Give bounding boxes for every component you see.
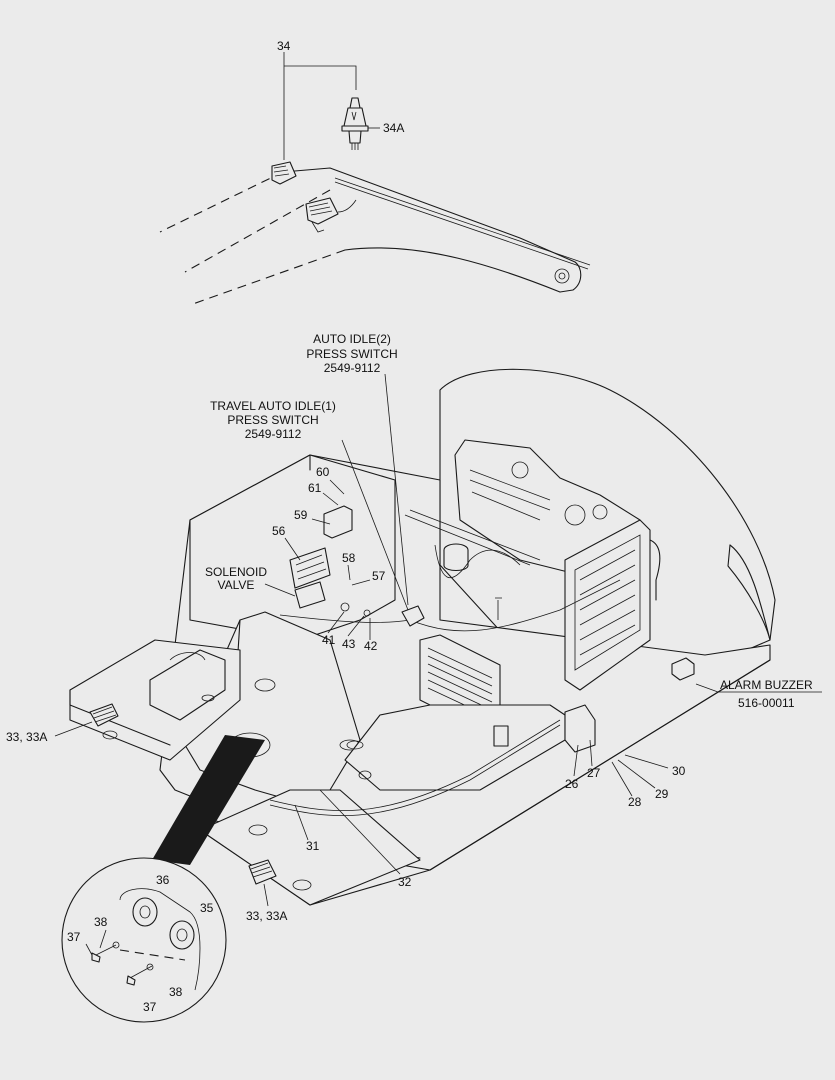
travel-auto-idle-line2: PRESS SWITCH [227,413,318,427]
callout-38-upper: 38 [94,915,108,929]
halogen-bulb [341,97,369,150]
callout-59: 59 [294,508,308,522]
auto-idle-part: 2549-9112 [324,361,381,375]
callout-29: 29 [655,787,669,801]
callout-34a: 34A [383,121,404,135]
callout-36: 36 [156,873,170,887]
work-light-right [248,859,277,885]
callout-numbers: 34 34A 60 61 59 56 58 57 41 43 42 33, 33… [6,39,686,1014]
callout-60: 60 [316,465,330,479]
callout-31: 31 [306,839,320,853]
callout-43: 43 [342,637,356,651]
solenoid-valve [294,581,326,609]
callout-27: 27 [587,766,601,780]
auto-idle-line1: AUTO IDLE(2) [313,332,391,346]
auto-idle-line2: PRESS SWITCH [306,347,397,361]
travel-auto-idle-part: 2549-9112 [245,427,302,441]
alarm-buzzer [671,657,695,681]
leader-lines [54,373,822,956]
label-solenoid-valve: SOLENOID VALVE [205,565,267,592]
work-light-upper [271,161,297,185]
callout-41: 41 [322,633,336,647]
travel-auto-idle-line1: TRAVEL AUTO IDLE(1) [210,399,336,413]
callout-58: 58 [342,551,356,565]
callout-38-lower: 38 [169,985,183,999]
callout-35: 35 [200,901,214,915]
solenoid-line2: VALVE [218,578,255,592]
callout-57: 57 [372,569,386,583]
work-light-lower [305,197,357,233]
callout-42: 42 [364,639,378,653]
boom-assembly [159,167,591,306]
horn-35 [169,920,195,950]
callout-37-upper: 37 [67,930,81,944]
relay-59 [323,505,353,539]
leader-34 [283,52,357,160]
label-travel-auto-idle: TRAVEL AUTO IDLE(1) PRESS SWITCH 2549-91… [210,399,336,441]
label-auto-idle: AUTO IDLE(2) PRESS SWITCH 2549-9112 [306,332,397,375]
callout-33-33a-right: 33, 33A [246,909,287,923]
horn-36 [132,897,158,927]
label-alarm-buzzer-part: 516-00011 [738,696,795,710]
callout-30: 30 [672,764,686,778]
horn-detail [61,735,265,1023]
callout-33-33a-left: 33, 33A [6,730,47,744]
callout-61: 61 [308,481,322,495]
callout-32: 32 [398,875,412,889]
label-alarm-buzzer: ALARM BUZZER [720,678,813,692]
solenoid-line1: SOLENOID [205,565,267,579]
callout-28: 28 [628,795,642,809]
callout-56: 56 [272,524,286,538]
callout-34: 34 [277,39,291,53]
callout-37-lower: 37 [143,1000,157,1014]
callout-26: 26 [565,777,579,791]
work-light-left [89,703,119,727]
